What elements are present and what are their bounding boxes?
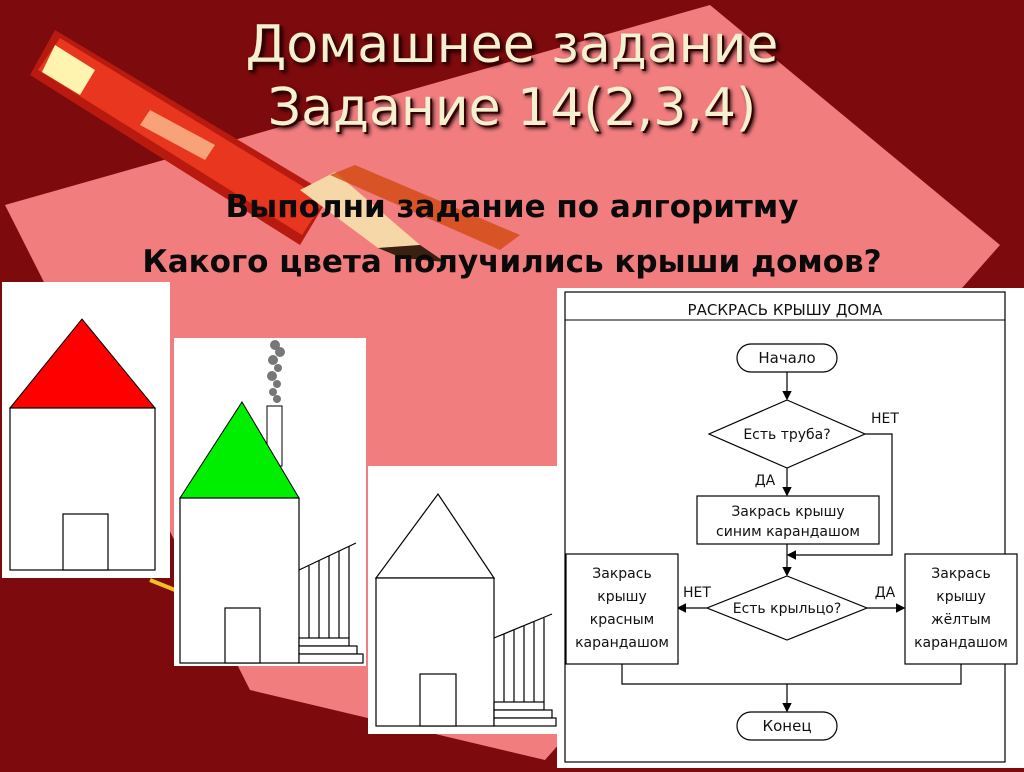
yellow-action-line3: жёлтым [931, 612, 991, 628]
house-3-door [419, 673, 457, 727]
house-1-door [62, 513, 109, 571]
flowchart-panel: РАСКРАСЬ КРЫШУ ДОМА Начало Есть труба? Н… [557, 288, 1024, 768]
q1-yes-label: ДА [755, 473, 776, 489]
yellow-action-line1: Закрась [931, 566, 990, 582]
slide-title-line1: Домашнее задание [245, 15, 779, 75]
q2-yes-label: ДА [875, 585, 896, 601]
end-label: Конец [762, 717, 811, 735]
yellow-action-line4: карандашом [914, 635, 1008, 651]
house-2-porch [298, 542, 364, 664]
blue-action-line2: синим карандашом [716, 524, 860, 540]
q2-decision [705, 575, 869, 641]
house-3-drawing [374, 492, 557, 727]
subtitle-line1: Выполни задание по алгоритму [225, 189, 799, 225]
red-action-line2: крышу [597, 589, 647, 605]
yellow-action-box [904, 553, 1018, 665]
slide-title-line2: Задание 14(2,3,4) [267, 78, 757, 138]
q1-label: Есть труба? [743, 427, 830, 443]
end-node [736, 711, 838, 741]
house-2-door [224, 607, 261, 664]
house-3-roof [374, 492, 496, 579]
start-label: Начало [758, 349, 815, 367]
red-action-line1: Закрась [592, 566, 651, 582]
blue-action-line1: Закрась крышу [731, 504, 844, 520]
house-2-panel [174, 338, 366, 666]
flowchart-header: РАСКРАСЬ КРЫШУ ДОМА [688, 301, 884, 319]
red-action-box [565, 553, 679, 665]
flowchart: РАСКРАСЬ КРЫШУ ДОМА Начало Есть труба? Н… [564, 291, 1018, 763]
q2-no-label: НЕТ [683, 585, 711, 601]
yellow-action-line2: крышу [936, 589, 986, 605]
red-action-line3: красным [590, 612, 654, 628]
blue-action-box [696, 495, 880, 545]
red-action-line4: карандашом [575, 635, 669, 651]
house-3-panel [368, 466, 560, 734]
pencil-icon [30, 30, 520, 262]
q2-label: Есть крыльцо? [733, 601, 842, 617]
house-1-panel [2, 282, 170, 578]
q1-no-label: НЕТ [871, 411, 899, 427]
house-3-porch [493, 613, 557, 727]
house-2-drawing [179, 340, 364, 664]
subtitle-line2: Какого цвета получились крыши домов? [142, 244, 882, 280]
smoke-icon [267, 340, 285, 403]
house-1-drawing [8, 318, 157, 571]
house-1-roof [8, 318, 157, 409]
